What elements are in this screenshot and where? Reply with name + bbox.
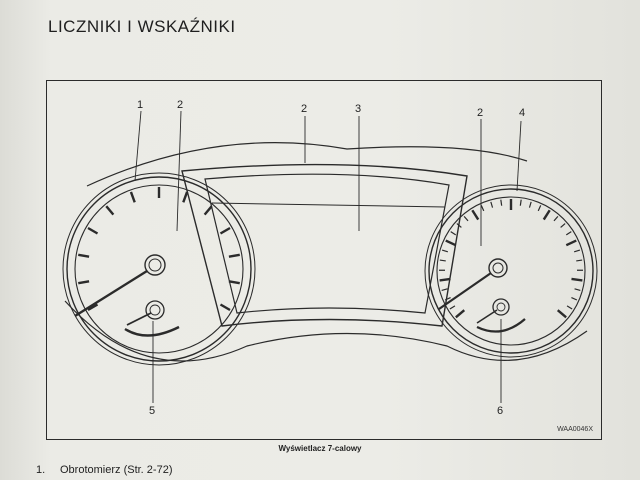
gauge-tick: [571, 298, 576, 300]
gauge-tick: [574, 250, 580, 252]
gauge-tick: [446, 241, 456, 246]
gauge-tick: [571, 279, 582, 280]
gauge-tick: [450, 306, 455, 309]
gauge-tick: [229, 255, 240, 257]
callout-5: 5: [149, 405, 155, 417]
list-item: 1.Obrotomierz (Str. 2-72): [36, 464, 172, 476]
gauge-tick: [78, 281, 89, 283]
gauge-tick: [472, 210, 478, 219]
gauge-tick: [575, 289, 581, 291]
callout-6: 6: [497, 405, 503, 417]
gauge-tick: [229, 281, 240, 283]
instrument-cluster-diagram: [47, 81, 603, 441]
gauge-tick: [544, 210, 550, 219]
gauge-tick: [566, 232, 571, 235]
gauge-tick: [481, 205, 483, 210]
callout-2-left: 2: [177, 99, 183, 111]
gauge-tick: [456, 310, 464, 317]
gauge-tick: [442, 289, 448, 291]
list-item-text: Obrotomierz (Str. 2-72): [60, 464, 172, 476]
callout-2-top: 2: [301, 103, 307, 115]
gauge-tick: [131, 192, 135, 202]
gauge-tick: [205, 206, 212, 214]
gauge-tick: [464, 216, 468, 221]
gauge-tick: [554, 216, 558, 221]
figure-code: WAA0046X: [557, 426, 593, 433]
figure-caption: Wyświetlacz 7-calowy: [0, 444, 640, 453]
callout-4: 4: [519, 107, 525, 119]
gauge-tick: [106, 206, 113, 214]
gauge-tick: [220, 228, 230, 234]
gauge-tick: [78, 255, 89, 257]
gauge-tick: [538, 205, 540, 210]
callout-3: 3: [355, 103, 361, 115]
figure-frame: 1 2 2 3 2 4 5 6 WAA0046X: [46, 80, 602, 440]
gauge-tick: [183, 192, 187, 202]
center-display-inner: [205, 174, 449, 313]
gauge-tick: [529, 202, 531, 208]
leader-4: [517, 121, 521, 191]
center-display-outer: [182, 165, 467, 326]
gauge-tick: [567, 306, 572, 309]
callout-1: 1: [137, 99, 143, 111]
gauge-tick: [440, 279, 451, 280]
gauge-tick: [576, 260, 582, 261]
gauge-tick: [442, 250, 448, 252]
list-item-number: 1.: [36, 464, 60, 476]
center-display-line: [212, 203, 445, 207]
leader-1: [135, 111, 141, 181]
callout-2-right: 2: [477, 107, 483, 119]
gauge-tick: [566, 241, 576, 246]
gauge-tick: [491, 202, 493, 208]
leader-2a: [177, 111, 181, 231]
gauge-tick: [558, 310, 566, 317]
gauge-tick: [440, 260, 446, 261]
gauge-tick: [561, 224, 566, 228]
gauge-tick: [501, 200, 502, 206]
gauge-tick: [520, 200, 521, 206]
gauge-tick: [220, 305, 230, 311]
gauge-tick: [88, 228, 98, 234]
page-heading: LICZNIKI I WSKAŹNIKI: [48, 17, 236, 37]
gauge-tick: [451, 232, 456, 235]
